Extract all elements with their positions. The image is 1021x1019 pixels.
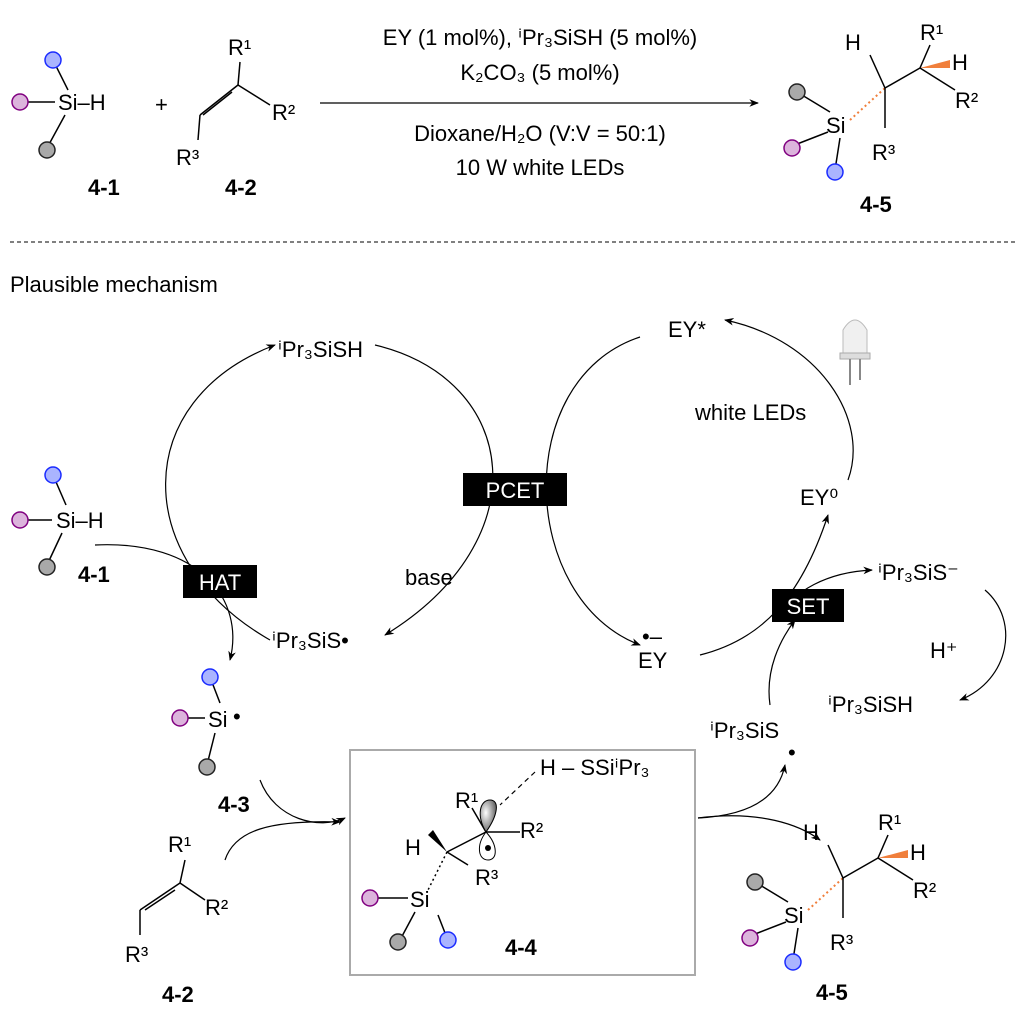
r1-label: R¹ — [455, 788, 478, 813]
hat-text: HAT — [199, 570, 241, 595]
pcet-text: PCET — [486, 478, 545, 503]
r1-label: R¹ — [878, 810, 901, 835]
protonation-arrow — [959, 589, 1007, 701]
si-h-label: Si–H — [56, 508, 104, 533]
radical-anion-mark: •– — [642, 624, 663, 649]
alkene-4-2-mech: R¹ R² R³ 4-2 — [125, 832, 228, 1007]
r3-label: R³ — [475, 865, 498, 890]
r1-label: R¹ — [920, 20, 943, 45]
cycle-arrow-right-outer — [724, 318, 854, 481]
r1-label: R¹ — [168, 832, 191, 857]
product-arrow — [697, 815, 821, 841]
hat-badge — [183, 565, 257, 598]
compound-label: 4-2 — [162, 982, 194, 1007]
ey-radical-anion: EY — [638, 648, 668, 673]
ey-ground: EY⁰ — [800, 485, 838, 510]
r2-label: R² — [205, 895, 228, 920]
h-label: H — [910, 840, 926, 865]
r2-label: R² — [913, 878, 936, 903]
addition-arrow-b — [224, 817, 341, 861]
si-label: Si — [208, 707, 228, 732]
thiol-hs-label: H – SSiⁱPr₃ — [540, 755, 649, 780]
condition-light: 10 W white LEDs — [456, 155, 625, 180]
si-label: Si — [826, 113, 846, 138]
compound-label: 4-5 — [816, 980, 848, 1005]
condition-catalyst: EY (1 mol%), ⁱPr₃SiSH (5 mol%) — [383, 25, 697, 50]
proton: H⁺ — [930, 638, 958, 663]
compound-label: 4-5 — [860, 192, 892, 217]
product-4-5-mech: Si H R¹ H R² R³ 4-5 — [741, 810, 936, 1005]
thiyl-regen-arrow — [768, 619, 796, 706]
h-label: H — [845, 30, 861, 55]
silyl-radical-4-3: Si • 4-3 — [171, 668, 250, 817]
r3-label: R³ — [872, 140, 895, 165]
mechanism-title: Plausible mechanism — [10, 272, 218, 297]
radical-dot: • — [233, 704, 241, 729]
silane-4-1-top: Si–H 4-1 — [11, 51, 120, 200]
compound-label: 4-1 — [88, 175, 120, 200]
si-label: Si — [410, 887, 430, 912]
compound-label: 4-4 — [505, 935, 538, 960]
r3-label: R³ — [176, 145, 199, 170]
white-leds-label: white LEDs — [694, 400, 806, 425]
transition-state-4-4: H – SSiⁱPr₃ R¹ R² R³ H Si 4-4 — [349, 749, 696, 976]
set-text: SET — [787, 594, 830, 619]
product-4-5-top: Si H R¹ H R² R³ 4-5 — [783, 20, 978, 217]
compound-label: 4-2 — [225, 175, 257, 200]
set-arrow — [699, 514, 829, 656]
condition-base: K₂CO₃ (5 mol%) — [460, 60, 619, 85]
si-label: Si — [784, 903, 804, 928]
transition-state-box — [349, 749, 696, 976]
condition-solvent: Dioxane/H₂O (V:V = 50:1) — [414, 121, 666, 146]
r3-label: R³ — [830, 930, 853, 955]
thiol-top: ⁱPr₃SiSH — [278, 337, 363, 362]
thiyl-radical-right: ⁱPr₃SiS — [710, 718, 779, 743]
cycle-arrow-left-outer — [165, 344, 276, 641]
thiol-right: ⁱPr₃SiSH — [828, 692, 913, 717]
r2-label: R² — [955, 88, 978, 113]
ey-excited: EY* — [668, 317, 706, 342]
r2-label: R² — [520, 818, 543, 843]
pcet-badge — [463, 473, 567, 506]
thiyl-release-arrow — [697, 764, 788, 819]
radical-dot: • — [788, 740, 796, 765]
r3-label: R³ — [125, 942, 148, 967]
h-label: H — [952, 50, 968, 75]
cycle-arrow-left-inner — [374, 344, 494, 636]
led-icon — [839, 319, 871, 385]
compound-label: 4-3 — [218, 792, 250, 817]
base-label: base — [405, 565, 453, 590]
plus-sign: + — [155, 92, 168, 117]
h-label: H — [803, 820, 819, 845]
hat-arrow — [94, 544, 236, 661]
addition-arrow-a — [259, 779, 346, 826]
silane-4-1-mech: Si–H 4-1 — [11, 466, 110, 587]
si-h-label: Si–H — [58, 90, 106, 115]
purple-substituent — [11, 93, 29, 111]
r2-label: R² — [272, 100, 295, 125]
alkene-4-2-top: R¹ R² R³ 4-2 — [176, 35, 295, 200]
set-badge — [772, 589, 844, 622]
r1-label: R¹ — [228, 35, 251, 60]
gray-substituent — [38, 141, 56, 159]
compound-label: 4-1 — [78, 562, 110, 587]
thiyl-radical-left: ⁱPr₃SiS• — [272, 628, 349, 653]
blue-substituent — [44, 51, 62, 69]
h-label: H — [405, 835, 421, 860]
thiolate: ⁱPr₃SiS⁻ — [878, 560, 959, 585]
